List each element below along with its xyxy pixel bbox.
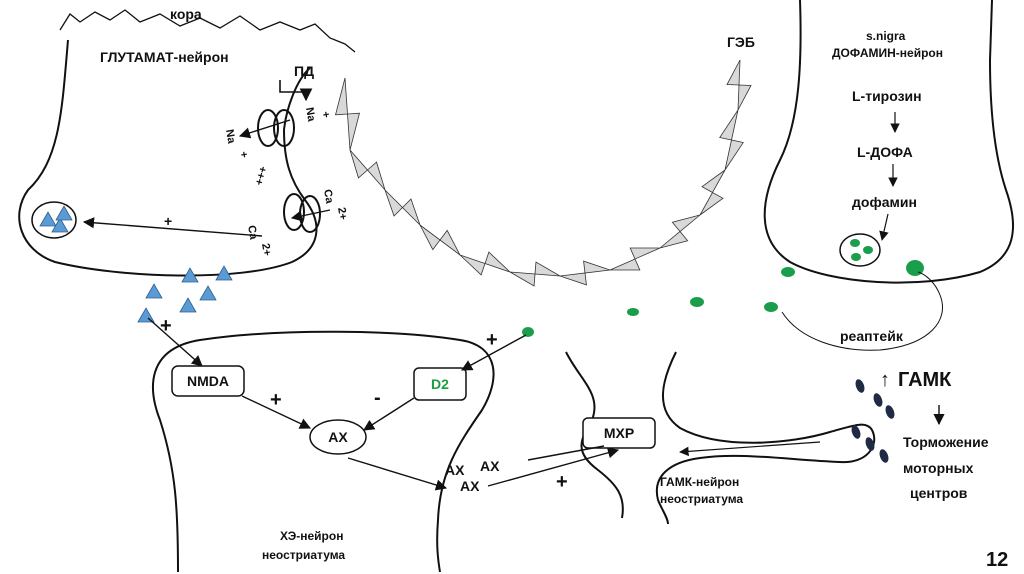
dopamine-to-d2-arrow: [461, 334, 527, 371]
ca-to-vesicle-arrow: [82, 217, 263, 237]
na-arrow: [238, 119, 291, 139]
d2-plus-sign: +: [486, 329, 498, 351]
bbb-segment: [366, 161, 386, 191]
na-channel: [257, 109, 295, 147]
bbb-segment: [671, 214, 701, 233]
na-charge-2: +: [237, 150, 250, 158]
nmda-label: NMDA: [187, 373, 229, 389]
bbb-segment: [629, 247, 661, 260]
nmda-receptor-box: [171, 365, 245, 397]
nmda-to-ach-arrow: [241, 395, 312, 429]
che-neuron-label: ХЭ-нейрон: [280, 529, 343, 543]
bbb-segment: [701, 169, 726, 194]
reuptake-curve: [781, 271, 943, 351]
ach-cluster-3: АХ: [460, 478, 480, 494]
ach-node: [309, 419, 367, 455]
inhibition-label-2: моторных: [903, 460, 974, 476]
glutamate-neuron-label: ГЛУТАМАТ-нейрон: [100, 49, 229, 65]
gaba-molecules: [851, 379, 895, 463]
d2-label: D2: [431, 376, 449, 392]
ca-charge-2: 2+: [259, 242, 273, 256]
bbb-segment: [349, 149, 369, 179]
nmda-plus-sign: +: [160, 315, 172, 337]
glutamate-to-nmda-arrow: [147, 317, 203, 367]
plus-chain-label: +++: [253, 165, 270, 187]
bbb-segment: [583, 260, 611, 274]
na-label-1: Na: [303, 106, 317, 123]
bbb-segment: [401, 198, 421, 226]
cluster-to-mhr-arrow: [487, 447, 620, 487]
bbb-segment: [559, 272, 587, 286]
d2-to-ach-minus: -: [374, 387, 381, 409]
l-tyrosine-label: L-тирозин: [852, 88, 922, 104]
bbb-segment: [335, 77, 348, 116]
cluster-to-mhr-arrow-2: [527, 445, 605, 461]
bbb-segment: [484, 251, 511, 273]
bbb-segment: [384, 189, 404, 217]
ach-to-cluster-arrow: [347, 457, 448, 491]
glutamate-vesicle: [31, 201, 77, 239]
ap-label: ПД: [294, 63, 314, 79]
ach-cluster-2: АХ: [480, 458, 500, 474]
bbb-segment: [609, 258, 641, 271]
bbb-segment: [724, 139, 744, 171]
na-label-2: Na: [223, 128, 237, 145]
ach-to-mhr-plus: +: [556, 471, 568, 493]
che-neuron-label-2: неостриатума: [262, 548, 345, 562]
page-number: 12: [986, 549, 1008, 571]
released-glutamate: [137, 265, 233, 323]
bbb-label: ГЭБ: [727, 34, 755, 50]
nmda-to-ach-plus: +: [270, 389, 282, 411]
gaba-label: ГАМК: [898, 369, 952, 391]
inhibition-label-1: Торможение: [903, 434, 989, 450]
dopamine-neuron-outline: [763, 0, 1014, 284]
gaba-neuron-to-mhr-arrow: [679, 441, 821, 457]
dopamine-neuron-label: ДОФАМИН-нейрон: [832, 46, 943, 60]
mhr-label: МХР: [604, 425, 634, 441]
ach-label: АХ: [328, 429, 348, 445]
bbb-segment: [439, 229, 461, 256]
snigra-label: s.nigra: [866, 29, 906, 43]
gaba-neuron-label-2: неостриатума: [660, 492, 743, 506]
d2-to-ach-arrow: [363, 397, 415, 431]
bbb-segment: [699, 191, 724, 216]
d2-receptor-box: [413, 367, 467, 401]
l-dopa-label: L-ДОФА: [857, 144, 913, 160]
ap-arrow: [279, 80, 313, 102]
blood-brain-barrier: [335, 59, 752, 287]
bbb-segment: [459, 254, 486, 276]
dopamine-label: дофамин: [852, 194, 917, 210]
bbb-segment: [534, 261, 561, 277]
dopamine-vesicle: [839, 233, 881, 267]
bbb-segment: [719, 109, 739, 141]
reuptake-label: реаптейк: [840, 328, 904, 344]
bbb-segment: [726, 59, 741, 86]
glutamate-neuron-outline: [18, 39, 318, 277]
dopamine-to-vesicle-arrow: [879, 213, 889, 241]
na-charge-1: +: [319, 110, 332, 118]
bbb-segment: [509, 271, 536, 287]
inhibition-label-3: центров: [910, 485, 968, 501]
ach-cluster-1: АХ: [445, 462, 465, 478]
bbb-segment: [347, 112, 360, 151]
ca-label-1: Ca: [321, 188, 335, 205]
cortex-label: кора: [170, 6, 202, 22]
gaba-up-arrow: ↑: [880, 369, 890, 391]
bbb-segment: [737, 84, 752, 111]
released-dopamine: [522, 260, 924, 337]
gaba-neuron-label: ГАМК-нейрон: [660, 475, 739, 489]
cortex-outline: [59, 9, 356, 53]
vesicle-plus-sign: +: [164, 213, 172, 229]
ca-arrow: [290, 209, 331, 222]
ca-label-2: Ca: [245, 224, 259, 241]
bbb-segment: [419, 224, 441, 251]
ca-charge-1: 2+: [335, 206, 349, 220]
bbb-segment: [659, 230, 689, 249]
